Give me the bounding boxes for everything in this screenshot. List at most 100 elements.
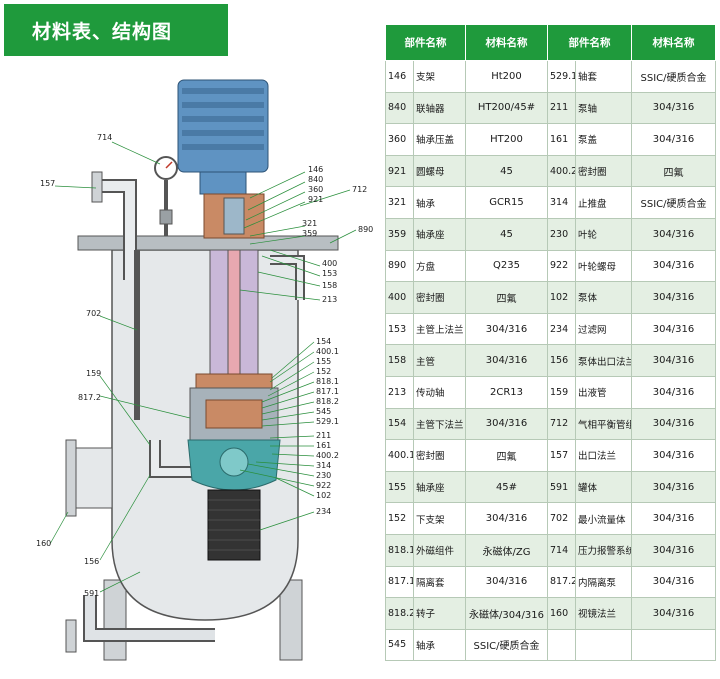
part-code-cell: 400.2 [547, 154, 576, 188]
material-cell: 304/316 [465, 344, 548, 377]
part-name-cell: 转子 [413, 597, 466, 630]
part-name-cell: 气相平衡管组件 [575, 407, 632, 441]
material-cell [631, 628, 716, 662]
label-153: 153 [322, 269, 337, 278]
part-code-cell: 817.2 [547, 565, 576, 599]
part-name-cell: 轴承 [413, 186, 466, 219]
table-header-row: 部件名称 材料名称 部件名称 材料名称 [385, 24, 716, 61]
part-name-cell: 主管 [413, 344, 466, 377]
tank-leg-right [279, 579, 303, 661]
label-591: 591 [84, 589, 99, 598]
part-name-cell: 密封圈 [413, 281, 466, 314]
part-name-cell: 密封圈 [575, 154, 632, 188]
material-cell: HT200 [465, 123, 548, 156]
part-code-cell: 314 [547, 186, 576, 219]
label-359: 359 [302, 229, 317, 238]
material-cell: 304/316 [631, 249, 716, 283]
part-name-cell: 叶轮 [575, 217, 632, 251]
material-cell: 304/316 [631, 533, 716, 567]
part-name-cell: 视镜法兰 [575, 597, 632, 630]
material-cell: 304/316 [631, 344, 716, 377]
part-name-cell: 内隔离泵 [575, 565, 632, 599]
part-code-cell: 321 [385, 186, 414, 219]
label-817-2: 817.2 [78, 393, 101, 402]
lower-flange [195, 373, 273, 389]
label-102: 102 [316, 491, 331, 500]
material-cell: HT200/45# [465, 91, 548, 125]
material-cell: 45 [465, 217, 548, 251]
part-code-cell: 712 [547, 407, 576, 441]
part-name-cell: 压力报警系统 [575, 533, 632, 567]
label-818-2: 818.2 [316, 397, 339, 406]
part-code-cell: 161 [547, 123, 576, 156]
material-cell: 304/316 [465, 407, 548, 441]
label-400: 400 [322, 259, 337, 268]
part-name-cell: 轴承座 [413, 217, 466, 251]
label-152: 152 [316, 367, 331, 376]
label-529-1: 529.1 [316, 417, 339, 426]
header-material-1: 材料名称 [465, 24, 548, 61]
part-name-cell: 支架 [413, 60, 466, 93]
material-cell: 304/316 [465, 502, 548, 535]
label-840: 840 [308, 175, 323, 184]
part-code-cell: 840 [385, 91, 414, 125]
part-name-cell: 泵盖 [575, 123, 632, 156]
part-code-cell: 400.1 [385, 439, 414, 472]
material-cell: 304/316 [631, 312, 716, 346]
label-360: 360 [308, 185, 323, 194]
part-code-cell: 154 [385, 407, 414, 441]
label-818-1: 818.1 [316, 377, 339, 386]
label-314: 314 [316, 461, 331, 470]
part-name-cell: 方盘 [413, 249, 466, 283]
section-title: 材料表、结构图 [32, 20, 173, 43]
part-code-cell: 155 [385, 470, 414, 504]
part-code-cell: 400 [385, 281, 414, 314]
material-cell: 304/316 [631, 502, 716, 535]
part-name-cell: 泵体 [575, 281, 632, 314]
label-400-1: 400.1 [316, 347, 339, 356]
part-code-cell: 545 [385, 628, 414, 662]
material-cell: 304/316 [631, 470, 716, 504]
label-158: 158 [322, 281, 337, 290]
material-cell: 304/316 [631, 217, 716, 251]
part-name-cell: 密封圈 [413, 439, 466, 472]
part-code-cell: 818.2 [385, 597, 414, 630]
material-cell: SSIC/硬质合金 [465, 628, 548, 662]
label-159: 159 [86, 369, 101, 378]
part-name-cell: 轴承压盖 [413, 123, 466, 156]
material-cell: 四氟 [465, 439, 548, 472]
part-code-cell [547, 628, 576, 662]
part-code-cell: 818.1 [385, 533, 414, 567]
label-211: 211 [316, 431, 331, 440]
part-name-cell: 出口法兰 [575, 439, 632, 472]
label-157: 157 [40, 179, 55, 188]
part-code-cell: 157 [547, 439, 576, 472]
material-cell: 永磁体/ZG [465, 533, 548, 567]
part-name-cell: 泵体出口法兰 [575, 344, 632, 377]
material-cell: Ht200 [465, 60, 548, 93]
material-cell: 2CR13 [465, 375, 548, 409]
part-name-cell: 主管上法兰 [413, 312, 466, 346]
material-cell: 304/316 [631, 281, 716, 314]
material-cell: 304/316 [631, 439, 716, 472]
part-name-cell: 主管下法兰 [413, 407, 466, 441]
part-code-cell: 213 [385, 375, 414, 409]
part-name-cell: 传动轴 [413, 375, 466, 409]
section-title-banner: 材料表、结构图 [4, 4, 228, 56]
side-nozzle [71, 447, 113, 509]
material-cell: 永磁体/304/316 [465, 597, 548, 630]
part-code-cell: 153 [385, 312, 414, 346]
label-160: 160 [36, 539, 51, 548]
